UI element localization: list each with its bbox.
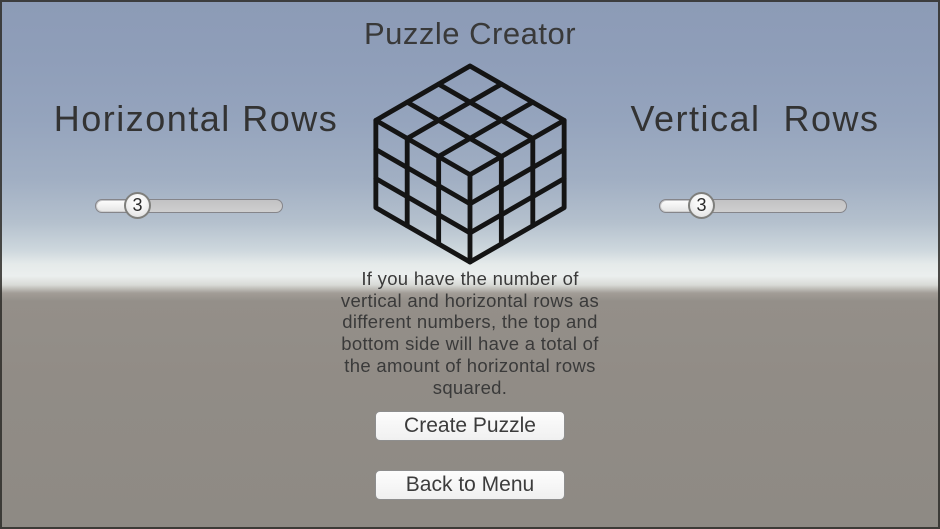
description-text: If you have the number of vertical and h… (340, 268, 600, 398)
vertical-rows-slider[interactable]: 3 (659, 192, 847, 219)
slider-fill (97, 201, 139, 211)
back-to-menu-button[interactable]: Back to Menu (375, 470, 565, 500)
vertical-rows-label: Vertical Rows (630, 98, 880, 139)
slider-handle[interactable]: 3 (688, 192, 715, 219)
rubiks-cube-icon (371, 61, 569, 272)
slider-handle[interactable]: 3 (124, 192, 151, 219)
horizontal-rows-slider[interactable]: 3 (95, 192, 283, 219)
page-title: Puzzle Creator (363, 16, 577, 51)
slider-fill (661, 201, 703, 211)
horizontal-rows-label: Horizontal Rows (53, 98, 339, 139)
create-puzzle-button[interactable]: Create Puzzle (375, 411, 565, 441)
